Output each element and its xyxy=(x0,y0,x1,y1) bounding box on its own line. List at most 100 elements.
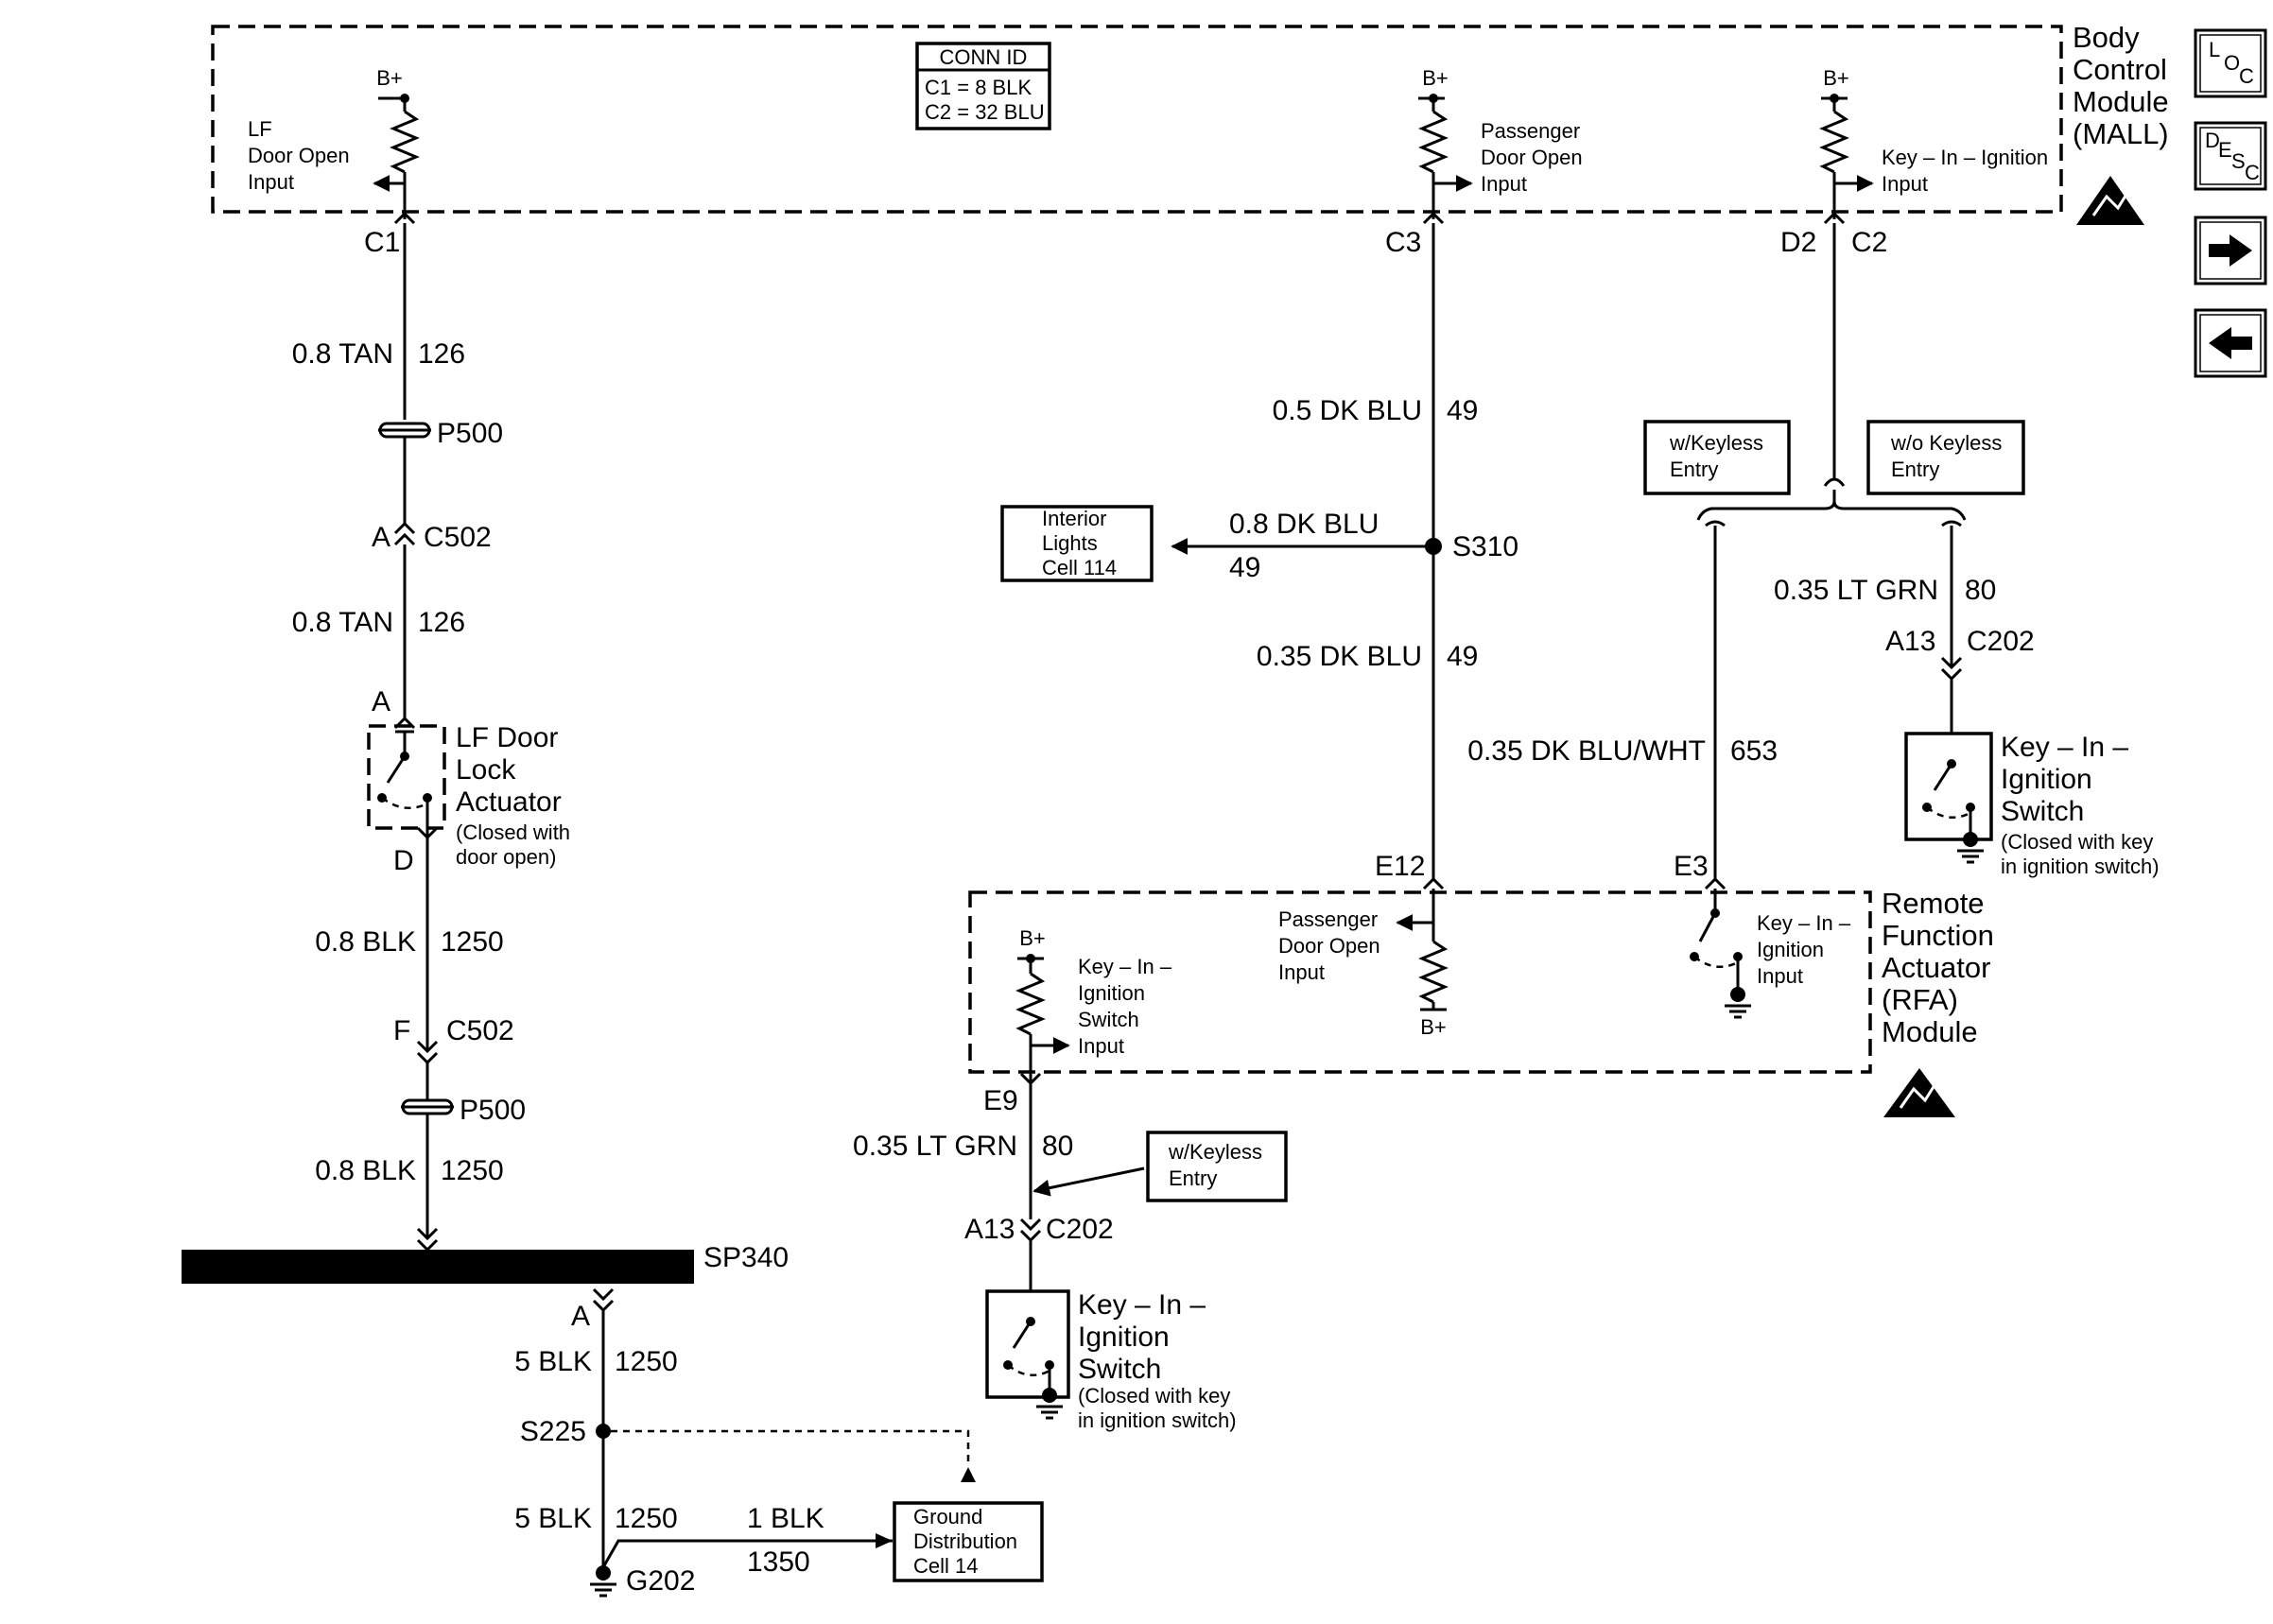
bcm-input-label: Input xyxy=(1481,172,1527,196)
rfa-title-line: Actuator xyxy=(1882,951,1990,984)
pin-label: A13 xyxy=(1885,626,1935,657)
bplus-label: B+ xyxy=(1823,66,1849,90)
pin-c1: C1 xyxy=(364,227,400,258)
bplus-label: B+ xyxy=(376,66,403,90)
wire-number: 1250 xyxy=(615,1346,678,1377)
wire-size: 0.35 LT GRN xyxy=(1774,575,1938,606)
lf-ground-circuit: D 0.8 BLK 1250 F C502 P500 0.8 BLK 1250 xyxy=(315,838,526,1253)
conn-id-box: CONN ID C1 = 8 BLK C2 = 32 BLU xyxy=(915,42,1051,130)
wire-number: 49 xyxy=(1447,395,1478,426)
loc-letter: C xyxy=(2239,64,2254,88)
wire-number: 126 xyxy=(418,338,465,370)
desc-letter: D xyxy=(2205,129,2220,152)
key-in-ignition-switch-bottom: Key – In – Ignition Switch (Closed with … xyxy=(985,1289,1237,1432)
ground-icon xyxy=(590,1565,616,1598)
bplus-label: B+ xyxy=(1019,926,1046,950)
bplus-label: B+ xyxy=(1420,1015,1447,1039)
bcm-input-label: Input xyxy=(1882,172,1928,196)
lf-door-circuit: 0.8 TAN 126 P500 A C502 0.8 TAN 126 A xyxy=(292,223,503,730)
pin-label: A xyxy=(372,686,390,717)
ref-interior-lights[interactable]: Interior Lights Cell 114 xyxy=(1000,505,1154,582)
bcm-pass-door-input: B+ Passenger Door Open Input xyxy=(1418,66,1583,219)
rfa-title-line: Function xyxy=(1882,919,1994,952)
wire-size: 0.35 DK BLU xyxy=(1257,641,1422,672)
splice-label: SP340 xyxy=(703,1242,789,1273)
desc-letter: E xyxy=(2218,138,2232,162)
wire-number: 653 xyxy=(1730,735,1778,767)
pin-label: E12 xyxy=(1375,851,1425,882)
wire-number: 80 xyxy=(1042,1131,1073,1162)
wire-number: 126 xyxy=(418,607,465,638)
wire-size: 1 BLK xyxy=(747,1503,824,1534)
ground-icon xyxy=(1957,832,1984,864)
component-name: Ignition xyxy=(2001,764,2092,795)
component-note: (Closed with key xyxy=(1078,1384,1230,1408)
bcm-key-in-input: B+ Key – In – Ignition Input xyxy=(1819,66,2048,219)
rfa-input-label: Input xyxy=(1278,960,1325,984)
component-note: door open) xyxy=(456,845,556,869)
component-name: Switch xyxy=(2001,796,2084,827)
conn-id-line: C1 = 8 BLK xyxy=(925,76,1032,99)
rfa-input-label: Switch xyxy=(1078,1008,1139,1031)
rfa-input-label: Door Open xyxy=(1278,934,1380,958)
bcm-input-label: Door Open xyxy=(248,144,350,167)
pin-d2: D2 xyxy=(1780,227,1816,258)
ref-ground-distribution[interactable]: Ground Distribution Cell 14 xyxy=(893,1501,1044,1582)
esd-warning-icon xyxy=(2076,176,2144,225)
p500-connector xyxy=(401,1098,454,1115)
pin-label: E3 xyxy=(1674,851,1709,882)
component-name: Ignition xyxy=(1078,1322,1170,1353)
bcm-input-label: Door Open xyxy=(1481,146,1583,169)
ref-label: Distribution xyxy=(913,1529,1017,1553)
option-label: w/Keyless xyxy=(1168,1140,1262,1164)
wire-size: 5 BLK xyxy=(514,1346,592,1377)
wire-number: 1350 xyxy=(747,1546,810,1578)
conn-id-header: CONN ID xyxy=(940,45,1028,69)
rfa-key-in-circuit: E9 0.35 LT GRN 80 A13 C202 xyxy=(853,1072,1145,1291)
wire-size: 0.35 LT GRN xyxy=(853,1131,1017,1162)
bcm-input-label: Passenger xyxy=(1481,119,1580,143)
bcm-title-line: Body xyxy=(2073,21,2140,54)
wire-size: 0.8 TAN xyxy=(292,338,393,370)
p500-connector xyxy=(378,422,431,439)
option-label: w/o Keyless xyxy=(1890,431,2002,455)
splice-label: S225 xyxy=(520,1416,586,1447)
component-note: in ignition switch) xyxy=(1078,1408,1237,1432)
component-name: Actuator xyxy=(456,786,562,818)
lf-door-lock-actuator: LF Door Lock Actuator (Closed with door … xyxy=(367,722,570,869)
key-in-ignition-switch-right: Key – In – Ignition Switch (Closed with … xyxy=(1904,732,2160,878)
rfa-input-label: Passenger xyxy=(1278,907,1378,931)
pin-label: A xyxy=(372,522,390,553)
rfa-input-label: Input xyxy=(1078,1034,1124,1058)
splice-label: S310 xyxy=(1452,531,1518,562)
next-page-button[interactable] xyxy=(2194,216,2267,285)
pin-label: E9 xyxy=(983,1085,1018,1116)
bcm-lf-door-input: B+ LF Door Open Input xyxy=(248,66,420,219)
wire-number: 1250 xyxy=(441,1155,504,1186)
right-arrow-icon xyxy=(2209,234,2252,267)
component-note: (Closed with xyxy=(456,821,570,844)
option-with-keyless: w/Keyless Entry xyxy=(1643,420,1791,495)
ref-label: Lights xyxy=(1042,531,1098,555)
option-label: Entry xyxy=(1891,458,1939,481)
wire-size: 0.5 DK BLU xyxy=(1273,395,1422,426)
rfa-input-label: Ignition xyxy=(1757,938,1824,961)
rfa-title-line: (RFA) xyxy=(1882,983,1958,1016)
p500-label: P500 xyxy=(460,1095,526,1126)
ground-icon xyxy=(1036,1388,1063,1420)
desc-letter: S xyxy=(2231,149,2246,173)
prev-page-button[interactable] xyxy=(2194,308,2267,378)
ref-label: Ground xyxy=(913,1505,982,1529)
wire-size: 0.8 TAN xyxy=(292,607,393,638)
connector-label: C202 xyxy=(1967,626,2035,657)
loc-button[interactable]: L O C xyxy=(2194,28,2267,98)
connector-label: C202 xyxy=(1046,1214,1114,1245)
rfa-input-label: Key – In – xyxy=(1078,955,1172,978)
desc-button[interactable]: D E S C xyxy=(2194,121,2267,191)
wire-size: 0.8 BLK xyxy=(315,1155,416,1186)
pin-c3: C3 xyxy=(1385,227,1421,258)
ground-label: G202 xyxy=(626,1565,695,1597)
option-with-keyless-2: w/Keyless Entry xyxy=(1146,1131,1288,1202)
left-arrow-icon xyxy=(2209,327,2252,359)
